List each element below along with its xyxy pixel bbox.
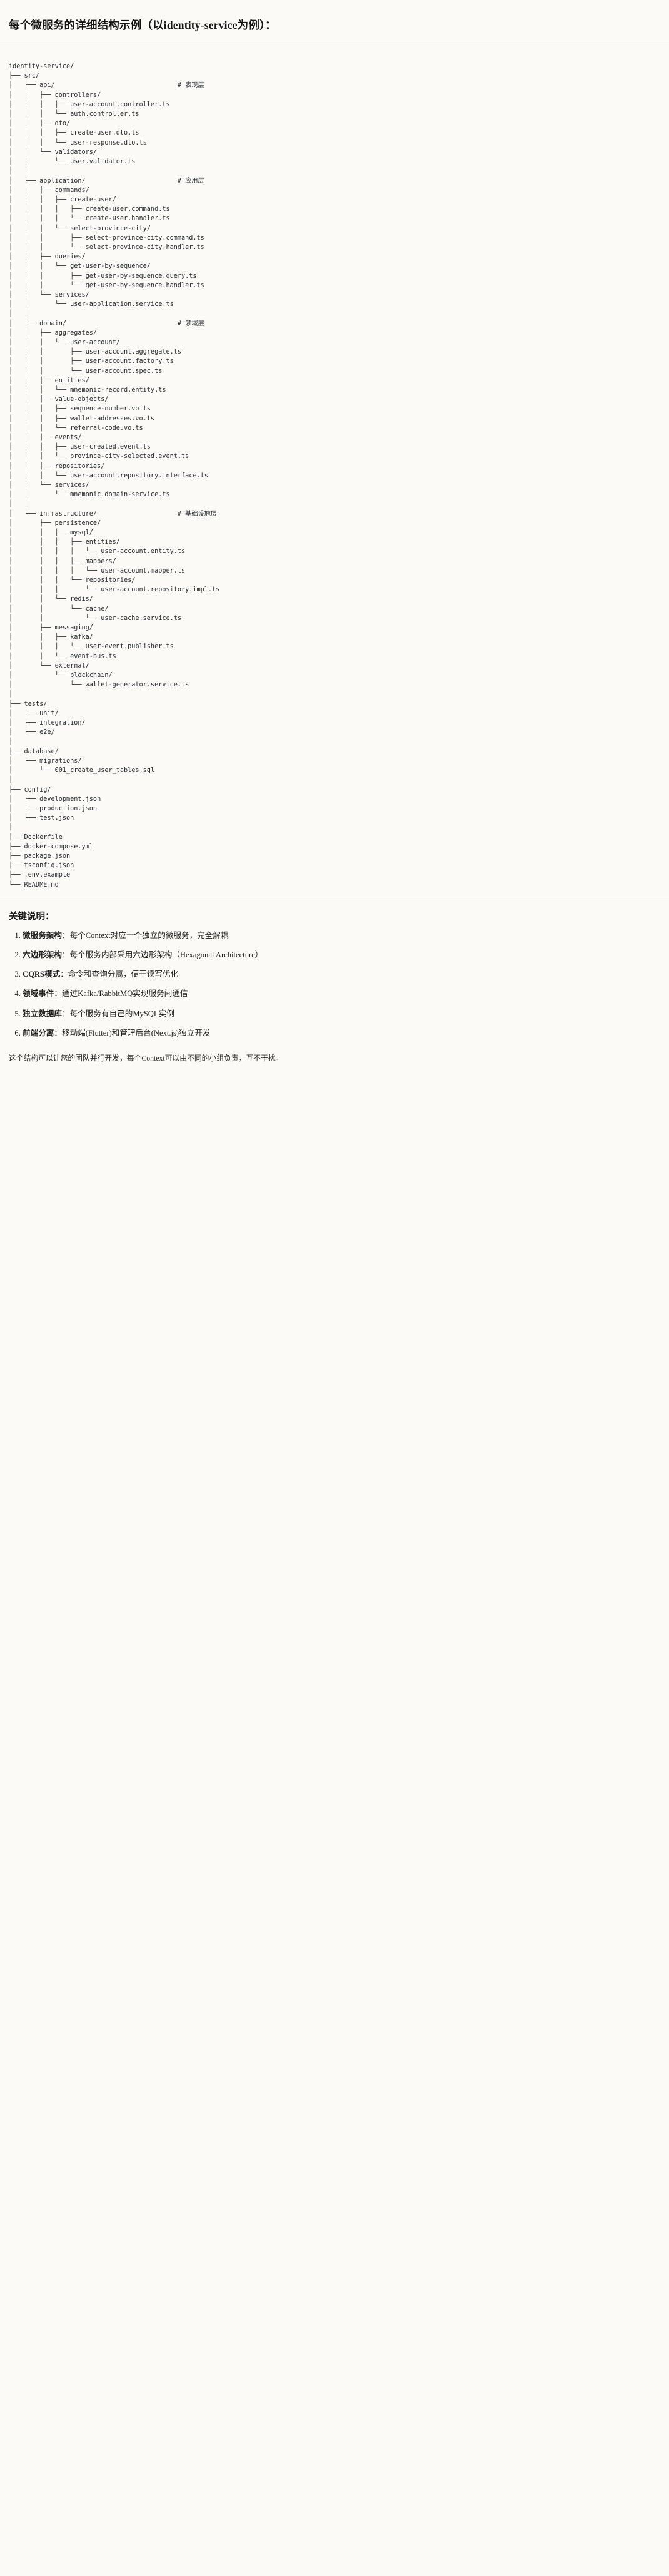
key-note-text: ：每个服务内部采用六边形架构（Hexagonal Architecture） — [61, 950, 263, 959]
key-note-term: 微服务架构 — [23, 930, 62, 940]
key-note-text: ：移动端(Flutter)和管理后台(Next.js)独立开发 — [54, 1028, 211, 1037]
document-page: 每个微服务的详细结构示例（以identity-service为例）： ident… — [0, 7, 669, 1076]
key-notes-list: 微服务架构：每个Context对应一个独立的微服务，完全解耦六边形架构：每个服务… — [9, 930, 660, 1039]
key-note-text: ：命令和查询分离，便于读写优化 — [60, 970, 179, 979]
key-note-term: 六边形架构 — [23, 950, 62, 959]
key-note-term: CQRS模式 — [23, 970, 61, 979]
key-note-text: ：通过Kafka/RabbitMQ实现服务间通信 — [54, 989, 188, 999]
directory-tree-block: identity-service/ ├── src/ │ ├── api/ # … — [0, 51, 669, 899]
key-note-item: 领域事件：通过Kafka/RabbitMQ实现服务间通信 — [23, 988, 660, 999]
key-note-item: 微服务架构：每个Context对应一个独立的微服务，完全解耦 — [23, 930, 660, 941]
key-note-item: CQRS模式：命令和查询分离，便于读写优化 — [23, 969, 660, 980]
key-note-text: ：每个Context对应一个独立的微服务，完全解耦 — [61, 930, 229, 940]
closing-paragraph: 这个结构可以让您的团队并行开发，每个Context可以由不同的小组负责，互不干扰… — [9, 1054, 283, 1063]
key-note-term: 独立数据库 — [23, 1009, 62, 1018]
key-note-item: 独立数据库：每个服务有自己的MySQL实例 — [23, 1008, 660, 1019]
key-note-term: 前端分离 — [23, 1028, 54, 1037]
key-note-item: 六边形架构：每个服务内部采用六边形架构（Hexagonal Architectu… — [23, 949, 660, 960]
key-note-item: 前端分离：移动端(Flutter)和管理后台(Next.js)独立开发 — [23, 1027, 660, 1039]
page-title: 每个微服务的详细结构示例（以identity-service为例）： — [0, 8, 669, 44]
key-notes-heading: 关键说明： — [9, 911, 54, 922]
key-note-text: ：每个服务有自己的MySQL实例 — [61, 1009, 174, 1018]
directory-tree: identity-service/ ├── src/ │ ├── api/ # … — [9, 63, 220, 888]
key-notes-section: 关键说明： 微服务架构：每个Context对应一个独立的微服务，完全解耦六边形架… — [0, 898, 669, 1051]
key-note-term: 领域事件 — [23, 989, 54, 999]
